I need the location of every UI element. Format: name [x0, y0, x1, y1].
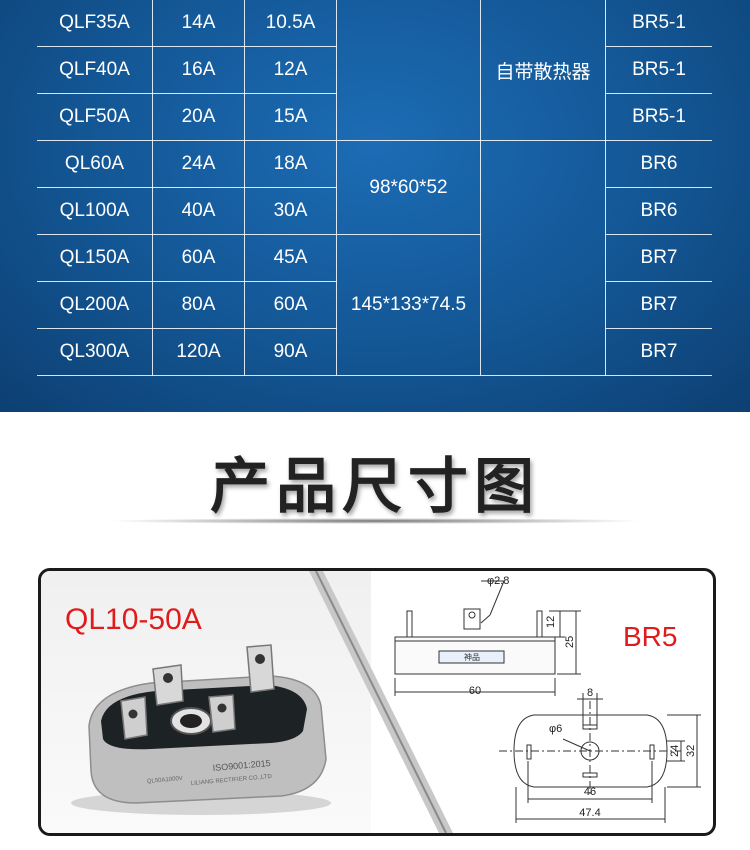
table-row: QLF50A 20A 15A BR5-1	[37, 93, 712, 141]
package-cell: BR5-1	[605, 0, 712, 47]
current-cell: 10.5A	[244, 0, 337, 47]
dim-h32: 32	[685, 745, 697, 757]
current-cell: 90A	[244, 328, 337, 376]
current-cell: 14A	[152, 0, 245, 47]
model-cell: QL200A	[37, 281, 153, 329]
current-cell: 15A	[244, 93, 337, 141]
package-cell: BR5-1	[605, 93, 712, 141]
dim-h24: 24	[669, 745, 681, 757]
current-cell: 60A	[244, 281, 337, 329]
bridge-rectifier-photo: ISO9001:2015 LILIANG RECTIFIER CO.,LTD Q…	[71, 644, 331, 815]
package-cell: BR7	[605, 328, 712, 376]
model-cell: QLF50A	[37, 93, 153, 141]
spec-table: QLF35A 14A 10.5A 自带散热器 BR5-1 QLF40A 16A …	[37, 0, 712, 376]
table-row: QL300A 120A 90A BR7	[37, 328, 712, 376]
part-mark: QL50A1000V	[147, 776, 183, 785]
current-cell: 60A	[152, 234, 245, 282]
model-cell: QL150A	[37, 234, 153, 282]
top-view	[499, 693, 701, 823]
table-row: QL100A 40A 30A BR6	[37, 187, 712, 235]
dimension-drawing-panel: ISO9001:2015 LILIANG RECTIFIER CO.,LTD Q…	[38, 568, 716, 836]
model-cell: QL60A	[37, 140, 153, 188]
current-cell: 40A	[152, 187, 245, 235]
dim-h12: 12	[545, 616, 557, 628]
current-cell: 120A	[152, 328, 245, 376]
dim-w8: 8	[587, 687, 593, 699]
table-row: QL150A 60A 45A 145*133*74.5 BR7	[37, 234, 712, 376]
model-cell: QLF40A	[37, 46, 153, 94]
brand-mark: 神品	[464, 652, 480, 662]
current-cell: 45A	[244, 234, 337, 282]
current-cell: 80A	[152, 281, 245, 329]
package-cell: BR6	[605, 187, 712, 235]
divider-line	[315, 571, 447, 833]
heatsink-cell-empty	[480, 140, 606, 376]
title-underline	[105, 518, 645, 524]
side-view	[394, 580, 581, 696]
dim-w46: 46	[584, 786, 596, 798]
dim-bore: φ6	[549, 723, 562, 735]
product-model-label: QL10-50A	[65, 603, 202, 636]
model-cell: QL100A	[37, 187, 153, 235]
table-row: QL60A 24A 18A 98*60*52 BR6	[37, 140, 712, 376]
current-cell: 18A	[244, 140, 337, 188]
spec-table-panel: QLF35A 14A 10.5A 自带散热器 BR5-1 QLF40A 16A …	[0, 0, 750, 412]
current-cell: 30A	[244, 187, 337, 235]
package-cell: BR7	[605, 281, 712, 329]
dim-h25: 25	[564, 636, 576, 648]
model-cell: QLF35A	[37, 0, 153, 47]
table-row: QLF35A 14A 10.5A 自带散热器 BR5-1	[37, 0, 712, 141]
size-cell: 145*133*74.5	[336, 234, 481, 376]
package-label: BR5	[623, 621, 678, 652]
size-cell-empty	[336, 0, 481, 141]
dim-w60: 60	[469, 685, 481, 697]
model-cell: QL300A	[37, 328, 153, 376]
table-row: QL200A 80A 60A BR7	[37, 281, 712, 329]
current-cell: 20A	[152, 93, 245, 141]
heatsink-cell: 自带散热器	[480, 0, 606, 141]
table-row: QLF40A 16A 12A BR5-1	[37, 46, 712, 94]
size-cell: 98*60*52	[336, 140, 481, 235]
section-title: 产品尺寸图	[210, 452, 540, 522]
current-cell: 16A	[152, 46, 245, 94]
dimension-drawing: ISO9001:2015 LILIANG RECTIFIER CO.,LTD Q…	[71, 571, 701, 833]
package-cell: BR6	[605, 140, 712, 188]
package-cell: BR7	[605, 234, 712, 282]
package-cell: BR5-1	[605, 46, 712, 94]
current-cell: 12A	[244, 46, 337, 94]
dim-hole: φ2.8	[487, 575, 509, 587]
current-cell: 24A	[152, 140, 245, 188]
dim-w474: 47.4	[579, 807, 600, 819]
